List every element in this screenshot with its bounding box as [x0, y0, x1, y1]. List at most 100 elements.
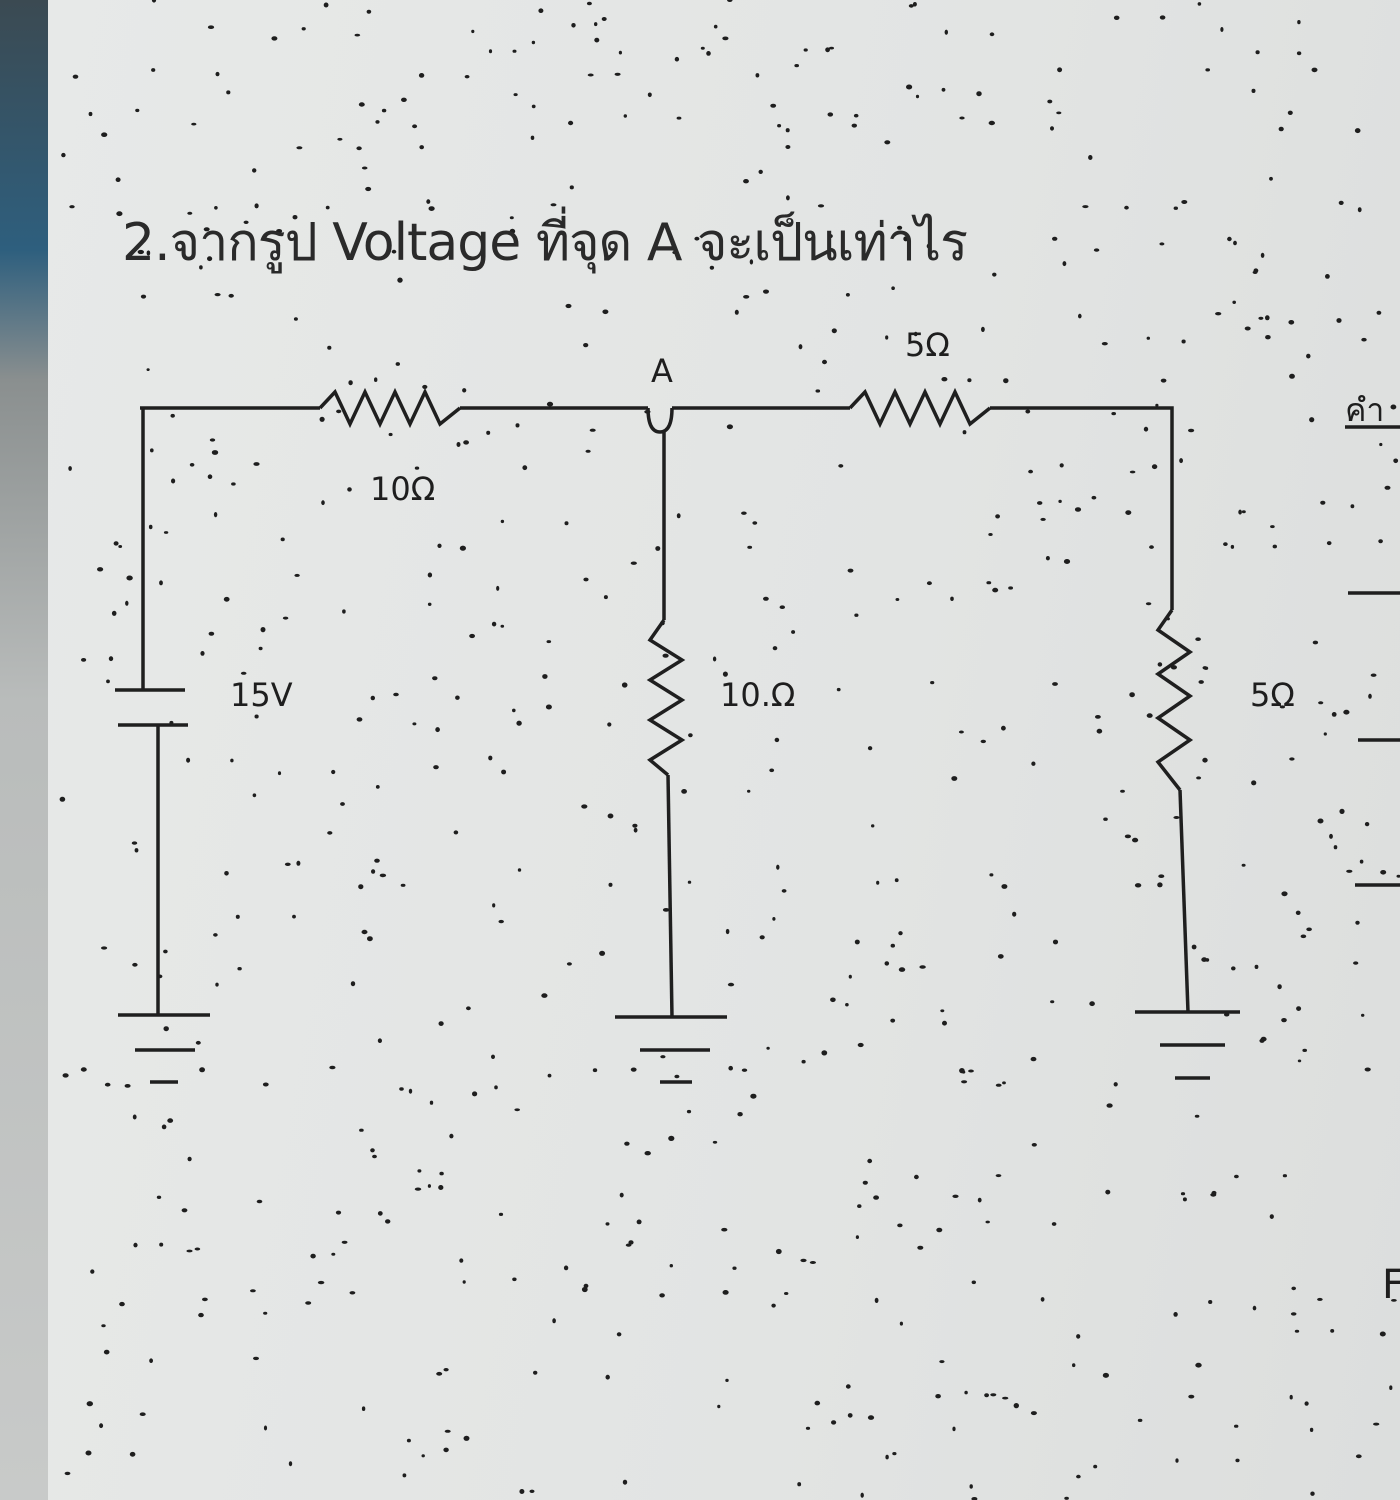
speck — [1220, 27, 1224, 32]
resistor-10-ohm-shunt — [646, 618, 686, 777]
speck — [1361, 337, 1367, 342]
speck — [211, 450, 219, 455]
speck — [809, 1261, 817, 1264]
speck — [867, 1158, 873, 1164]
speck — [509, 228, 516, 234]
speck — [732, 1266, 737, 1270]
speck — [455, 695, 460, 700]
speck — [747, 545, 753, 549]
speck — [254, 203, 259, 209]
speck — [844, 250, 848, 254]
speck — [659, 1293, 665, 1298]
speck — [951, 776, 958, 781]
speck — [1244, 326, 1251, 331]
speck — [414, 466, 420, 470]
speck — [1088, 155, 1093, 160]
speck — [191, 122, 197, 126]
speck — [1037, 501, 1043, 505]
speck — [607, 722, 612, 727]
speck — [988, 120, 995, 126]
speck — [119, 1301, 125, 1307]
speck — [1227, 236, 1232, 242]
speck — [262, 1082, 269, 1087]
speck — [228, 293, 234, 298]
speck — [1124, 834, 1131, 839]
speck — [547, 1073, 552, 1078]
speck — [971, 1497, 978, 1500]
speck — [391, 249, 397, 254]
speck — [644, 1151, 651, 1156]
speck — [243, 220, 249, 224]
speck — [186, 757, 191, 763]
speck — [759, 935, 765, 940]
speck — [1325, 274, 1330, 279]
speck — [399, 1087, 404, 1091]
speck — [851, 123, 857, 128]
speck — [552, 1318, 556, 1324]
speck — [1051, 1222, 1057, 1226]
speck — [1379, 442, 1383, 447]
speck — [894, 878, 899, 883]
speck — [825, 47, 830, 53]
speck — [1306, 927, 1312, 932]
speck — [1201, 957, 1208, 962]
speck — [569, 185, 574, 190]
speck — [1251, 780, 1257, 786]
speck — [1231, 966, 1236, 971]
speck — [752, 521, 758, 525]
speck — [926, 581, 932, 586]
speck — [737, 1112, 743, 1117]
speck — [253, 462, 260, 466]
speck — [513, 93, 518, 97]
speck — [433, 765, 439, 770]
speck — [873, 1195, 879, 1200]
speck — [1260, 252, 1265, 258]
speck — [602, 309, 609, 315]
speck — [372, 1154, 377, 1159]
speck — [1129, 470, 1136, 474]
speck — [995, 1083, 1002, 1087]
speck — [1188, 428, 1195, 433]
speck — [1076, 1334, 1081, 1339]
speck — [488, 49, 493, 54]
speck — [414, 1187, 422, 1191]
speck — [529, 1489, 535, 1494]
speck — [838, 464, 844, 468]
speck — [725, 928, 730, 935]
speck — [1129, 692, 1135, 698]
speck — [1265, 315, 1270, 321]
speck — [989, 32, 995, 37]
speck — [149, 1358, 154, 1363]
speck — [1364, 1067, 1371, 1072]
speck — [163, 531, 169, 534]
speck — [427, 602, 432, 606]
speck — [1120, 789, 1125, 793]
speck — [1290, 1312, 1297, 1316]
speck — [1143, 426, 1149, 432]
speck — [224, 871, 229, 876]
speck — [1111, 412, 1116, 416]
speck — [1030, 1056, 1037, 1062]
speck — [772, 646, 778, 651]
speck — [459, 545, 466, 551]
speck — [958, 730, 964, 734]
speck — [207, 256, 213, 262]
speck — [930, 681, 935, 685]
speck — [1355, 1454, 1362, 1459]
speck — [88, 111, 93, 117]
speck — [139, 1412, 146, 1416]
speck — [462, 388, 467, 393]
speck — [1346, 869, 1353, 873]
speck — [294, 573, 300, 577]
speck — [252, 793, 257, 798]
speck — [288, 1461, 293, 1467]
speck — [359, 1128, 364, 1132]
speck — [1188, 1394, 1195, 1399]
speck — [1095, 715, 1101, 719]
node-a-junction — [646, 407, 674, 434]
speck — [1031, 761, 1036, 766]
r-shunt-middle-label: 10.Ω — [720, 676, 796, 714]
speck — [1001, 725, 1006, 731]
speck — [776, 864, 780, 870]
speck — [426, 199, 431, 204]
